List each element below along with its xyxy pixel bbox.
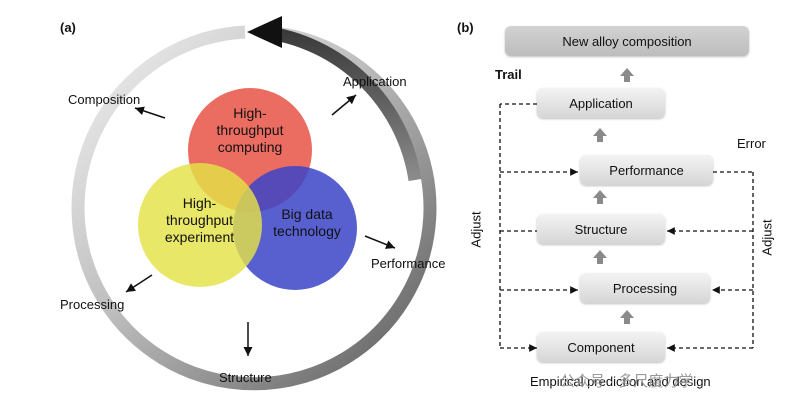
ring-label-performance: Performance bbox=[371, 256, 446, 271]
circle-bigdata bbox=[233, 166, 357, 290]
right-adjust-loop bbox=[667, 171, 754, 352]
ring-label-composition: Composition bbox=[68, 92, 141, 107]
cycle-ring bbox=[71, 25, 437, 391]
caption: Empirical prediction and design bbox=[530, 374, 711, 389]
box-performance: Performance bbox=[580, 155, 713, 185]
ring-label-application: Application bbox=[343, 74, 407, 89]
adjust-left-label: Adjust bbox=[468, 211, 484, 248]
watermark: 公众号 · 多尺度力学 bbox=[560, 373, 694, 390]
arrow-composition bbox=[134, 106, 166, 119]
arrow-performance bbox=[364, 235, 396, 249]
left-adjust-loop bbox=[499, 103, 578, 352]
adjust-right-label: Adjust bbox=[759, 219, 775, 256]
panel-b-label: (b) bbox=[457, 20, 474, 35]
up-arrows bbox=[593, 68, 634, 324]
error-label: Error bbox=[737, 136, 766, 151]
panel-b: (b) bbox=[455, 0, 790, 410]
label-bigdata: Big data technology bbox=[262, 206, 352, 240]
panel-a: (a) bbox=[60, 16, 446, 391]
box-component: Component bbox=[537, 332, 665, 362]
label-bigdata-text: Big data technology bbox=[273, 206, 341, 239]
flow-connectors bbox=[499, 68, 754, 352]
label-experiment: High- throughput experiment bbox=[152, 195, 247, 246]
cycle-diagram bbox=[71, 16, 437, 391]
ring-label-processing: Processing bbox=[60, 297, 125, 312]
label-computing-text: High- throughput computing bbox=[216, 105, 284, 155]
box-application: Application bbox=[537, 88, 665, 118]
box-processing: Processing bbox=[580, 273, 710, 303]
label-experiment-text: High- throughput experiment bbox=[164, 195, 235, 245]
ring-label-structure: Structure bbox=[219, 370, 272, 385]
box-new-alloy: New alloy composition bbox=[505, 26, 749, 56]
label-computing: High- throughput computing bbox=[205, 105, 295, 156]
panel-a-label: (a) bbox=[60, 20, 76, 35]
arrow-application bbox=[331, 94, 357, 116]
arrow-processing bbox=[125, 274, 153, 293]
box-structure: Structure bbox=[537, 214, 665, 244]
cycle-arrowhead-icon bbox=[247, 16, 282, 48]
trail-label: Trail bbox=[495, 67, 522, 82]
circle-experiment bbox=[138, 163, 262, 287]
